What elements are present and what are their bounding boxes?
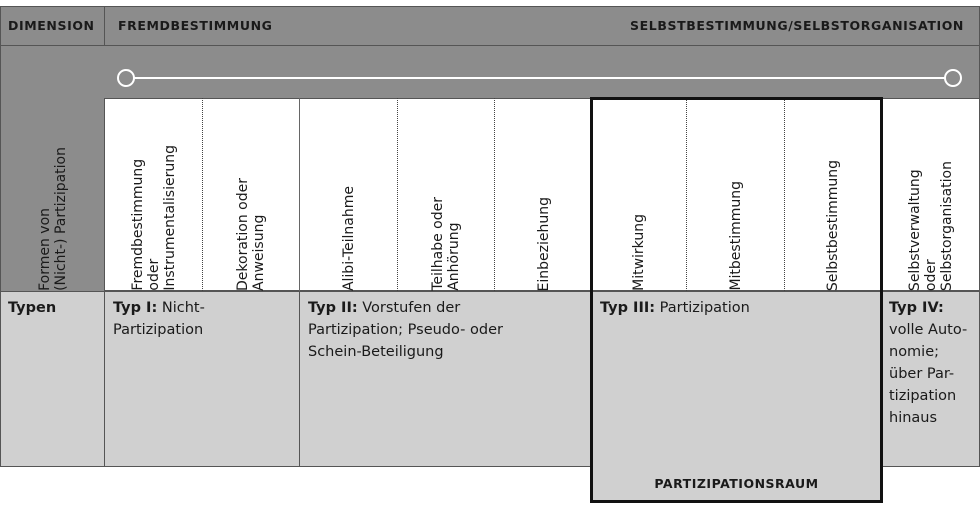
forms-label: Formen von (Nicht-) Partizipation xyxy=(36,147,69,291)
form-teilhabe: Teilhabe oder Anhörung xyxy=(430,197,462,291)
forms-row xyxy=(0,98,980,291)
type-4-name: Typ IV: xyxy=(889,300,944,316)
form-cell-1: Fremdbestimmung oder Instrumentalisierun… xyxy=(105,98,203,291)
type-3-text: Partizipation xyxy=(655,300,750,316)
header-row xyxy=(0,6,980,46)
participation-space-frame xyxy=(590,97,883,469)
type-1-cell: Typ I: Nicht- Partizipation xyxy=(105,291,300,467)
forms-label-cell: Formen von (Nicht-) Partizipation xyxy=(0,98,105,291)
scale-start-circle-icon xyxy=(117,69,135,87)
participation-space-label: PARTIZIPATIONSRAUM xyxy=(590,466,883,503)
type-2-cell: Typ II: Vorstufen der Partizipation; Pse… xyxy=(300,291,592,467)
form-cell-6: Mitwirkung xyxy=(592,98,687,291)
type-2-name: Typ II: xyxy=(308,300,358,316)
form-cell-3: Alibi-Teilnahme xyxy=(300,98,398,291)
form-cell-7: Mitbestimmung xyxy=(687,98,785,291)
type-3-name: Typ III: xyxy=(600,300,656,316)
type-2-text: Vorstufen der Partizipation; Pseudo- ode… xyxy=(308,300,503,360)
type-4-text: volle Auto- nomie; über Par- tizipation … xyxy=(889,322,968,426)
types-row xyxy=(0,291,980,467)
form-fremdbestimmung: Fremdbestimmung oder Instrumentalisierun… xyxy=(129,145,178,291)
dimension-label: DIMENSION xyxy=(8,18,95,33)
type-3-cell: Typ III: Partizipation xyxy=(592,291,881,467)
fremdbestimmung-label: FREMDBESTIMMUNG xyxy=(118,18,273,33)
form-cell-2: Dekoration oder Anweisung xyxy=(203,98,300,291)
form-einbeziehung: Einbeziehung xyxy=(535,196,552,291)
form-selbstverwaltung: Selbstverwaltung oder Selbstorganisation xyxy=(906,160,955,291)
form-dekoration: Dekoration oder Anweisung xyxy=(235,178,267,291)
form-cell-9: Selbstverwaltung oder Selbstorganisation xyxy=(881,98,980,291)
form-alibi: Alibi-Teilnahme xyxy=(340,185,357,291)
selbstbestimmung-label: SELBSTBESTIMMUNG/SELBSTORGANISATION xyxy=(630,18,964,33)
scale-line xyxy=(126,77,952,79)
scale-end-circle-icon xyxy=(944,69,962,87)
type-4-cell: Typ IV: volle Auto- nomie; über Par- tiz… xyxy=(881,291,980,467)
types-label-text: Typen xyxy=(8,300,57,316)
type-1-name: Typ I: xyxy=(113,300,158,316)
type-1-text: Nicht- Partizipation xyxy=(113,300,205,338)
form-cell-4: Teilhabe oder Anhörung xyxy=(398,98,495,291)
scale-row xyxy=(0,46,980,98)
types-label: Typen xyxy=(0,291,105,467)
participation-space-text: PARTIZIPATIONSRAUM xyxy=(654,475,819,491)
form-cell-5: Einbeziehung xyxy=(495,98,592,291)
